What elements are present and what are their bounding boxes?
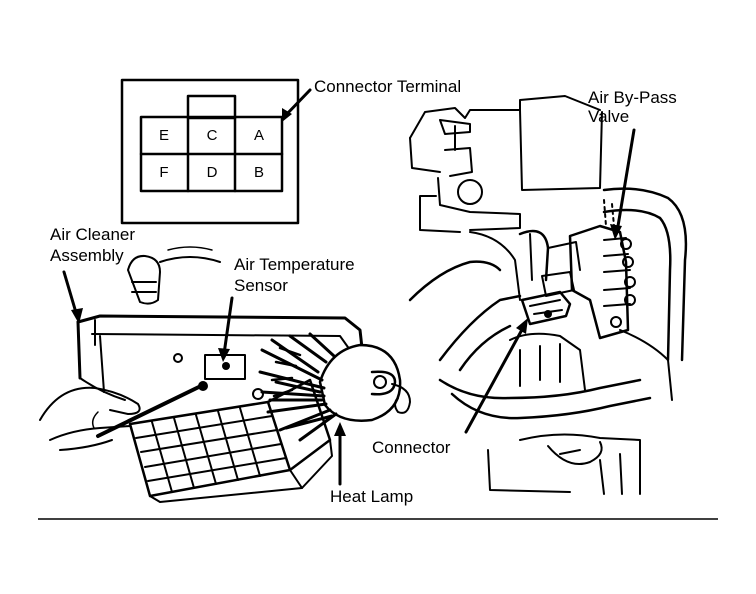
label-air-bypass-valve-line1: Air By-Pass [588,88,677,107]
air-bypass-valve-leader [615,128,636,234]
connector-terminal-leader [283,88,312,118]
connector-leader [464,324,526,434]
callout-labels: Connector Terminal Air By-Pass Valve Air… [50,77,677,506]
label-connector: Connector [372,438,451,457]
terminal-f: F [159,164,168,181]
air-cleaner-leader [62,270,79,318]
label-connector-terminal: Connector Terminal [314,77,461,96]
leader-lines [62,88,636,486]
terminal-d: D [207,164,218,181]
terminal-c: C [207,127,218,144]
label-air-bypass-valve-line2: Valve [588,107,629,126]
connector-terminal-inset: E C A F D B [120,78,300,225]
terminal-b: B [254,164,264,181]
label-air-temperature-sensor-line1: Air Temperature [234,255,355,274]
air-temperature-sensor-leader [222,296,234,356]
inset-frame [120,78,300,225]
label-air-temperature-sensor-line2: Sensor [234,276,288,295]
label-heat-lamp: Heat Lamp [330,487,413,506]
terminal-a: A [254,127,264,144]
label-air-cleaner-line2: Assembly [50,246,124,265]
terminal-e: E [159,127,169,144]
connector-latch [186,94,237,120]
label-air-cleaner-line1: Air Cleaner [50,225,135,244]
engine-drawing [408,95,688,495]
air-cleaner-drawing [39,246,411,503]
